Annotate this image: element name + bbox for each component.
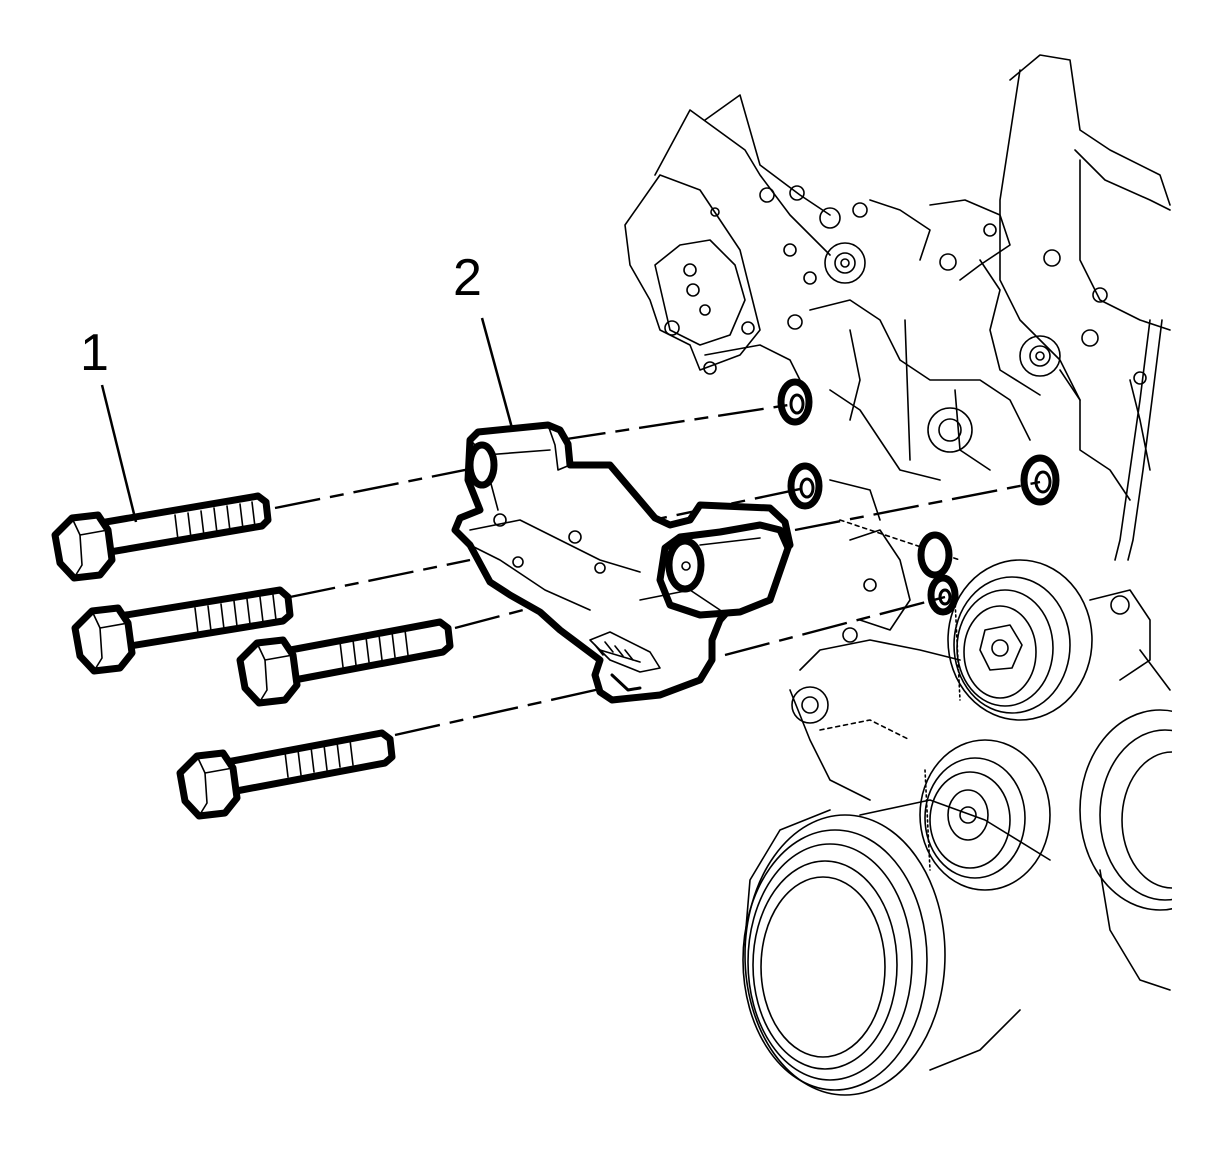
bolt-4 bbox=[176, 729, 396, 820]
crankshaft-pulley bbox=[742, 799, 1051, 1096]
leader-line-1 bbox=[100, 384, 138, 523]
mount-boss-top bbox=[824, 242, 866, 284]
engine-bolt-holes bbox=[777, 378, 1060, 616]
leader-line-2 bbox=[480, 317, 514, 429]
callout-2: 2 bbox=[453, 249, 514, 429]
callout-1: 1 bbox=[80, 324, 138, 523]
callout-label-bracket: 2 bbox=[453, 249, 482, 307]
engine-block bbox=[624, 54, 1171, 801]
mount-boss-right bbox=[1019, 335, 1061, 377]
bolt-2 bbox=[71, 586, 294, 675]
bolt-1 bbox=[51, 492, 272, 582]
idler-pulley bbox=[919, 739, 1051, 891]
bracket bbox=[451, 421, 794, 704]
callout-label-bolts: 1 bbox=[80, 324, 109, 382]
tensioner-pulley bbox=[947, 559, 1093, 721]
bolt-3 bbox=[236, 618, 454, 707]
